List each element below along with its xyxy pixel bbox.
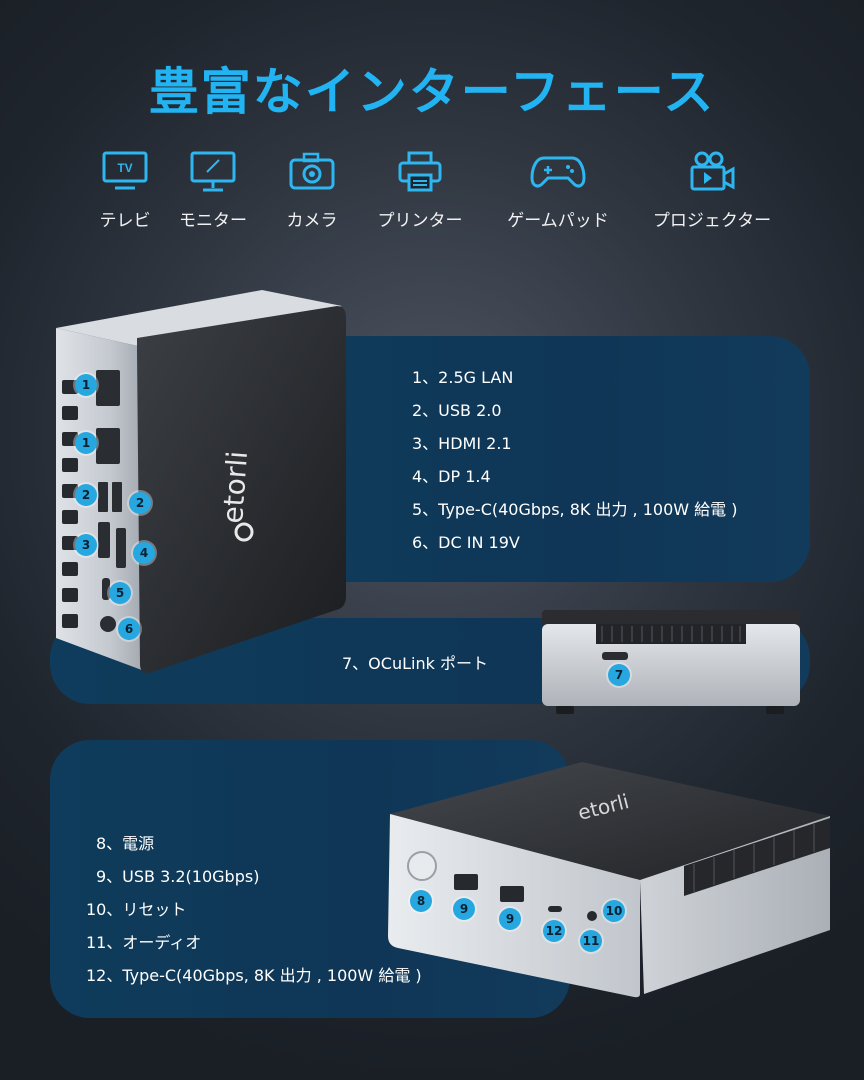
front-port-list: 8、電源 9、USB 3.2(10Gbps) 10、リセット 11、オーディオ … [86, 830, 422, 995]
marker-1: 1 [75, 374, 97, 396]
printer-icon [398, 151, 442, 192]
tv-icon-badge: TV [117, 161, 132, 175]
icon-item-printer: プリンター [355, 150, 485, 231]
marker-10: 10 [603, 900, 625, 922]
spec-item: 6、DC IN 19V [412, 533, 520, 552]
marker-4: 4 [133, 542, 155, 564]
icon-item-camera: カメラ [247, 150, 377, 231]
mini-pc-back-view [540, 604, 802, 720]
projector-icon [690, 151, 735, 191]
icon-label-gamepad: ゲームパッド [507, 211, 609, 231]
marker-8: 8 [410, 890, 432, 912]
icon-item-tv: TV テレビ [60, 150, 190, 231]
gear-logo-icon [234, 522, 254, 542]
spec-item: 9、USB 3.2(10Gbps) [96, 867, 260, 886]
marker-7: 7 [608, 664, 630, 686]
spec-item: 4、DP 1.4 [412, 467, 491, 486]
marker-2: 2 [75, 484, 97, 506]
icon-label-projector: プロジェクター [652, 211, 772, 231]
camera-icon [289, 152, 335, 190]
spec-item: 8、電源 [96, 834, 155, 853]
spec-item: 7、OCuLink ポート [342, 654, 488, 673]
spec-item: 5、Type-C(40Gbps, 8K 出力 , 100W 給電 ) [412, 500, 738, 519]
icon-label-camera: カメラ [286, 211, 338, 231]
icon-label-tv: テレビ [99, 211, 151, 231]
page-title: 豊富なインターフェース [148, 63, 716, 121]
marker-9: 9 [453, 898, 475, 920]
marker-9: 9 [499, 908, 521, 930]
marker-1: 1 [75, 432, 97, 454]
icon-item-monitor: モニター [148, 150, 278, 231]
mini-pc-side-view: etorli [52, 288, 352, 678]
marker-6: 6 [118, 618, 140, 640]
side-port-list: 1、2.5G LAN 2、USB 2.0 3、HDMI 2.1 4、DP 1.4… [412, 364, 738, 562]
spec-item: 12、Type-C(40Gbps, 8K 出力 , 100W 給電 ) [86, 966, 422, 985]
icon-label-monitor: モニター [179, 211, 247, 231]
icon-item-gamepad: ゲームパッド [493, 150, 623, 231]
spec-item: 3、HDMI 2.1 [412, 434, 512, 453]
spec-item: 2、USB 2.0 [412, 401, 502, 420]
icon-label-printer: プリンター [377, 211, 463, 231]
gamepad-icon [530, 156, 586, 188]
monitor-icon [190, 151, 236, 192]
spec-item: 10、リセット [86, 900, 187, 919]
device-icon-row: TV テレビ モニター カメラ プリンター [60, 150, 804, 231]
marker-3: 3 [75, 534, 97, 556]
spec-item: 11、オーディオ [86, 933, 202, 952]
marker-5: 5 [109, 582, 131, 604]
brand-logo: etorli [216, 450, 254, 525]
spec-item: 1、2.5G LAN [412, 368, 514, 387]
tv-icon: TV [102, 151, 148, 190]
back-port-list: 7、OCuLink ポート [342, 650, 488, 674]
marker-2: 2 [129, 492, 151, 514]
marker-11: 11 [580, 930, 602, 952]
marker-12: 12 [543, 920, 565, 942]
icon-item-projector: プロジェクター [647, 150, 777, 231]
mini-pc-front-view: etorli [384, 756, 836, 1000]
